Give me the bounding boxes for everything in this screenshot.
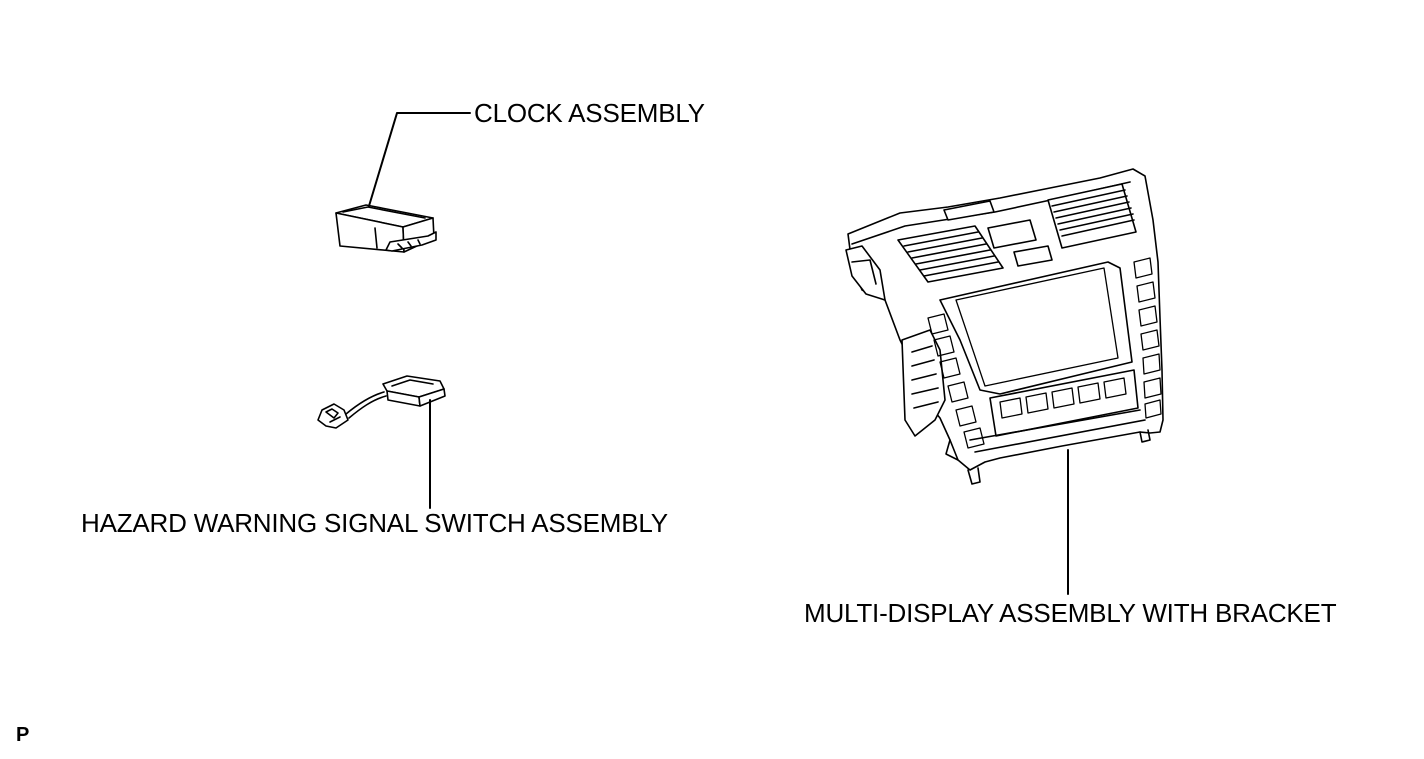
- figure-code: P: [16, 724, 30, 746]
- multi-display-label: MULTI-DISPLAY ASSEMBLY WITH BRACKET: [804, 598, 1337, 628]
- clock-assembly-part: [335, 204, 437, 253]
- clock-assembly-label: CLOCK ASSEMBLY: [474, 98, 705, 128]
- clock-leader-line: [368, 112, 471, 207]
- multi-display-part: [845, 168, 1164, 485]
- hazard-switch-part: [317, 375, 446, 429]
- hazard-switch-label: HAZARD WARNING SIGNAL SWITCH ASSEMBLY: [81, 508, 668, 538]
